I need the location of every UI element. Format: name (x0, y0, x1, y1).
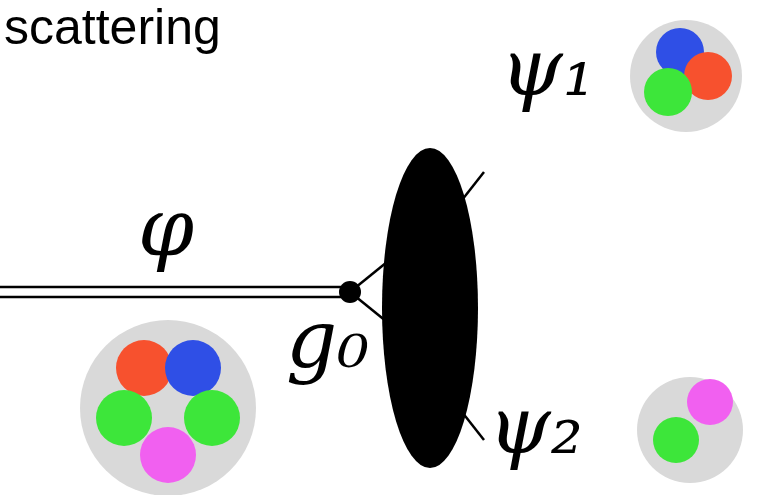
quark (184, 390, 240, 446)
quark (653, 417, 699, 463)
field-label: ψ₁ (500, 28, 595, 108)
quark (687, 379, 733, 425)
section-title: scattering (4, 2, 221, 52)
quark (140, 427, 196, 483)
field-label: φ (138, 188, 194, 268)
outgoing-line (462, 172, 484, 200)
scattering-blob (382, 148, 478, 468)
quark (96, 390, 152, 446)
coupling-label: g₀ (286, 300, 369, 380)
quark (165, 340, 221, 396)
quark (644, 68, 692, 116)
hadron-cloud (630, 20, 742, 132)
hadron-cloud (637, 377, 743, 483)
propagator-line (0, 296, 350, 299)
propagator-line (0, 286, 350, 289)
hadron-cloud (80, 320, 256, 495)
quark (116, 340, 172, 396)
field-label: ψ₂ (488, 386, 583, 466)
